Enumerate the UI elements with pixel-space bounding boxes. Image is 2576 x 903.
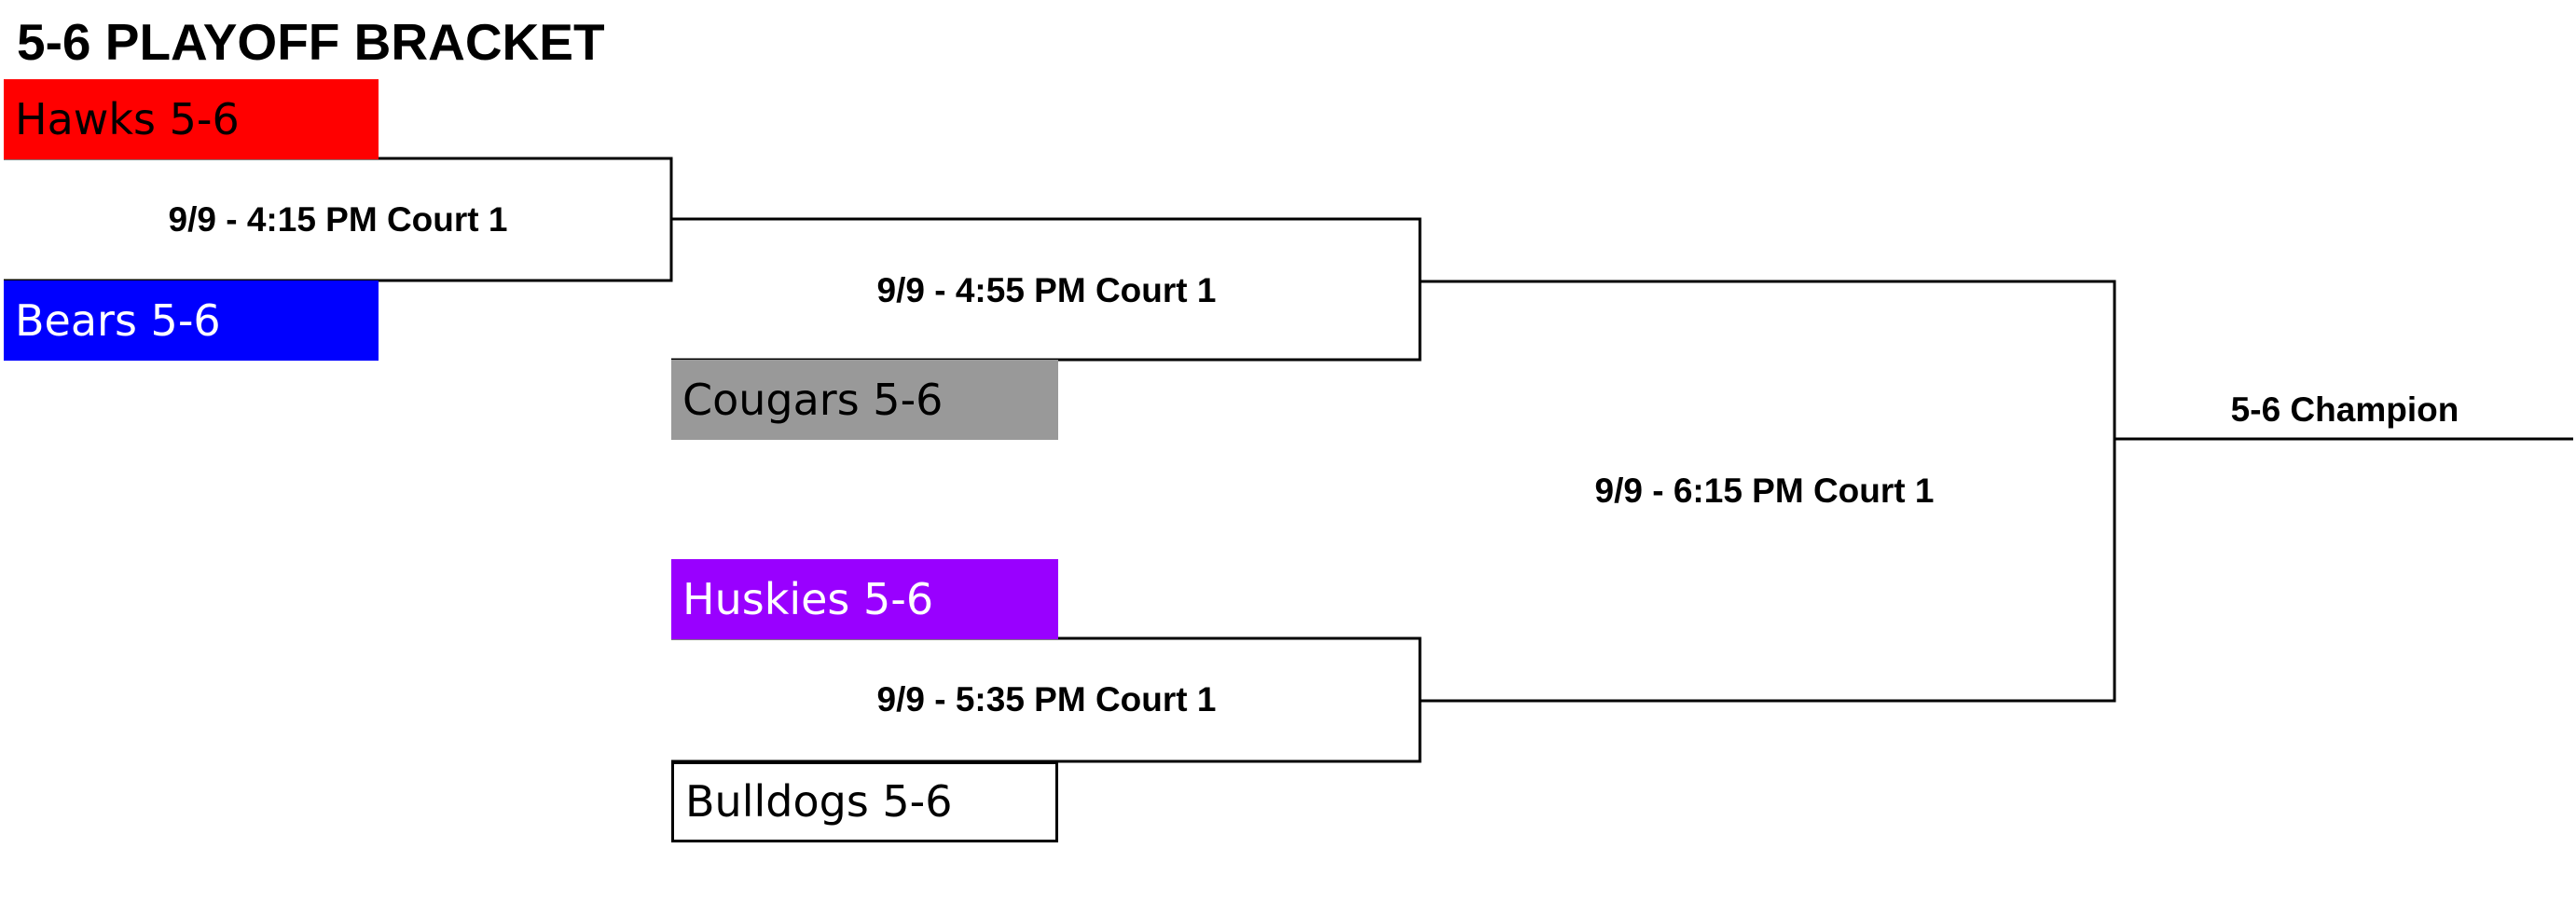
game-1-label: 9/9 - 4:15 PM Court 1 (168, 200, 508, 239)
final-connector (1420, 280, 2116, 703)
game-2-label: 9/9 - 4:55 PM Court 1 (876, 271, 1217, 309)
champion-label: 5-6 Champion (2230, 390, 2459, 429)
team-box-hawks: Hawks 5-6 (4, 79, 379, 159)
team-box-huskies: Huskies 5-6 (671, 559, 1058, 639)
game-4-label: 9/9 - 6:15 PM Court 1 (1594, 472, 1935, 510)
page-title: 5-6 PLAYOFF BRACKET (17, 13, 605, 71)
team-box-cougars: Cougars 5-6 (671, 360, 1058, 440)
game-3-label: 9/9 - 5:35 PM Court 1 (876, 680, 1217, 718)
team-box-bears: Bears 5-6 (4, 280, 379, 361)
team-box-bulldogs: Bulldogs 5-6 (671, 761, 1058, 842)
